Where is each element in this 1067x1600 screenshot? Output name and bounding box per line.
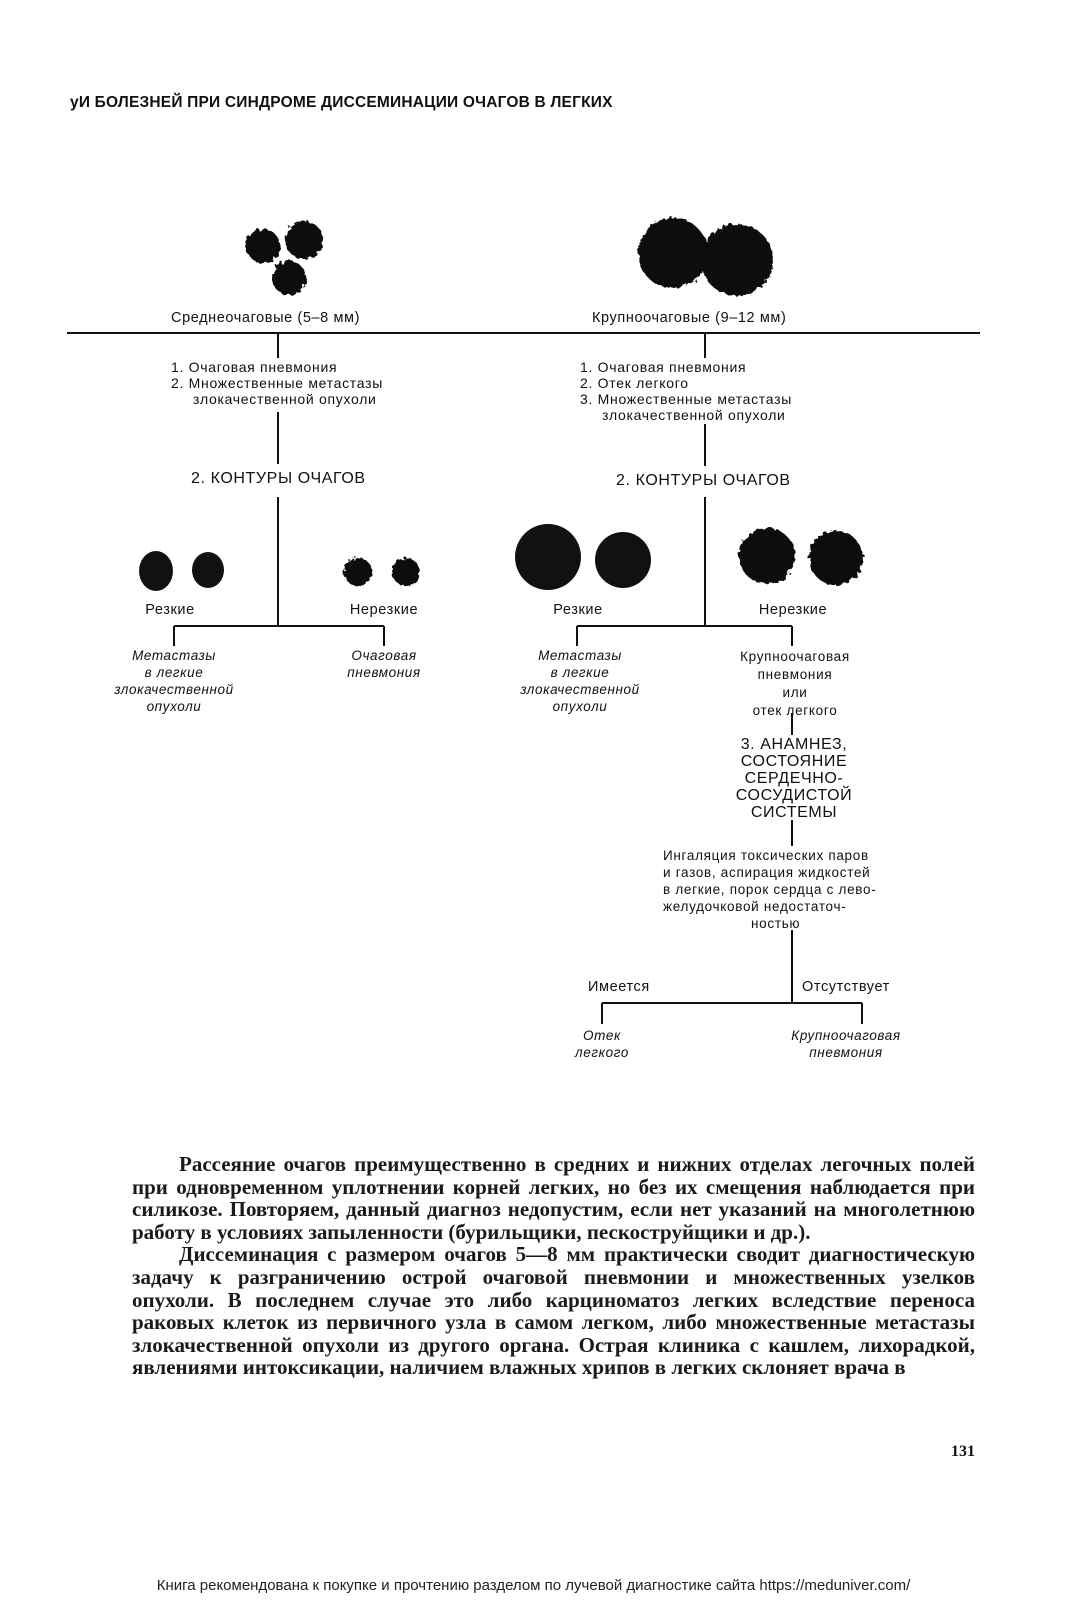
medium-nodule-illustration	[272, 261, 306, 295]
flowchart-diagram	[67, 218, 980, 1024]
step-2-title-right: 2. КОНТУРЫ ОЧАГОВ	[616, 472, 791, 489]
sharp-label-left: Резкие	[145, 602, 195, 618]
present-label: Имеется	[588, 979, 650, 995]
diagnosis-item: 1. Очаговая пневмония	[580, 359, 747, 375]
absent-label: Отсутствует	[802, 979, 890, 995]
body-text: Рассеяние очагов преимущественно в средн…	[132, 1153, 975, 1379]
sharp-nodule-illustration	[192, 552, 224, 588]
page-number: 131	[951, 1443, 975, 1460]
result-focal-pneumonia: Очаговая пневмония	[347, 648, 421, 680]
diagnosis-item: 2. Отек легкого	[580, 375, 689, 391]
blurred-nodule-illustration	[739, 528, 795, 584]
sharp-nodule-illustration	[139, 551, 173, 591]
result-metastases-left: Метастазы в легкие злокачественной опухо…	[114, 648, 234, 714]
medium-nodule-illustration	[246, 229, 280, 263]
blurred-label-right: Нерезкие	[758, 602, 828, 618]
running-header: уИ БОЛЕЗНЕЙ ПРИ СИНДРОМЕ ДИССЕМИНАЦИИ ОЧ…	[70, 94, 613, 111]
sharp-nodule-illustration	[515, 524, 581, 590]
blurred-nodule-illustration	[344, 558, 372, 586]
paragraph: Диссеминация с размером очагов 5—8 мм пр…	[132, 1242, 975, 1380]
sharp-nodule-illustration	[595, 532, 651, 588]
diagnosis-item: злокачественной опухоли	[193, 391, 377, 407]
diagnosis-item: 1. Очаговая пневмония	[171, 359, 338, 375]
blurred-nodule-illustration	[392, 558, 420, 586]
medium-nodule-illustration	[285, 221, 323, 259]
footer-note: Книга рекомендована к покупке и прочтени…	[156, 1577, 911, 1594]
paragraph: Рассеяние очагов преимущественно в средн…	[132, 1152, 975, 1244]
sharp-label-right: Резкие	[553, 602, 603, 618]
blurred-label-left: Нерезкие	[349, 602, 419, 618]
diagnosis-item: 3. Множественные метастазы	[580, 391, 792, 407]
result-metastases-right: Метастазы в легкие злокачественной опухо…	[520, 648, 640, 714]
result-large-pneumonia-or-edema: Крупноочаговая пневмония или отек легког…	[740, 649, 850, 718]
medium-nodules-diagnoses: 1. Очаговая пневмония 2. Множественные м…	[171, 359, 383, 407]
result-large-focal-pneumonia: Крупноочаговая пневмония	[791, 1028, 901, 1060]
large-nodules-title: Крупноочаговые (9–12 мм)	[592, 310, 787, 326]
anamnesis-conditions: Ингаляция токсических паров и газов, асп…	[663, 848, 877, 931]
connector-lines	[67, 332, 980, 1024]
step-2-title-left: 2. КОНТУРЫ ОЧАГОВ	[191, 470, 366, 487]
large-nodule-illustration	[701, 224, 773, 296]
medium-nodules-title: Среднеочаговые (5–8 мм)	[171, 310, 361, 326]
diagnosis-item: 2. Множественные метастазы	[171, 375, 383, 391]
result-pulmonary-edema: Отек легкого	[575, 1028, 629, 1060]
blurred-nodule-illustration	[809, 531, 863, 585]
diagnosis-item: злокачественной опухоли	[602, 407, 786, 423]
large-nodules-diagnoses: 1. Очаговая пневмония 2. Отек легкого 3.…	[580, 359, 792, 423]
large-nodule-illustration	[638, 218, 708, 288]
step-3-anamnesis: 3. АНАМНЕЗ, СОСТОЯНИЕ СЕРДЕЧНО- СОСУДИСТ…	[735, 736, 853, 821]
